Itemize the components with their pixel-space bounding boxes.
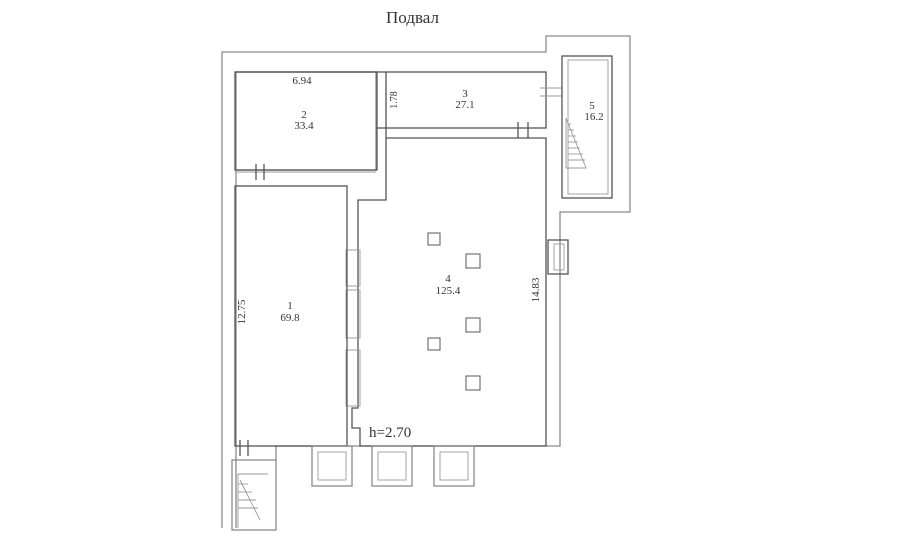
room-5-area: 16.2: [584, 111, 603, 123]
room-2-number: 2: [301, 109, 307, 121]
column: [427, 232, 441, 246]
dimension-room2-width: 6.94: [292, 75, 312, 87]
room-4-number: 4: [445, 273, 451, 285]
room-5: [561, 55, 613, 199]
entry-stair: [231, 459, 277, 531]
dimension-room1-height: 12.75: [236, 299, 248, 324]
dimension-room4-height: 14.83: [530, 277, 542, 302]
column: [465, 317, 481, 333]
room-2-area: 33.4: [294, 120, 314, 132]
columns: [427, 232, 481, 391]
column: [465, 375, 481, 391]
room-1: [234, 185, 348, 456]
plan-title: Подвал: [386, 8, 439, 27]
room-1-number: 1: [287, 300, 293, 312]
room-5-number: 5: [589, 100, 595, 112]
column: [465, 253, 481, 269]
outer-walls: [221, 35, 631, 528]
room-3: [376, 71, 562, 138]
window-wells: [311, 445, 475, 487]
room-4: [345, 128, 569, 447]
room-1-area: 69.8: [280, 312, 300, 324]
ceiling-height: h=2.70: [369, 425, 411, 441]
room-3-area: 27.1: [455, 99, 474, 111]
dimension-room3-height: 1.78: [389, 91, 400, 109]
column: [427, 337, 441, 351]
room-4-area: 125.4: [436, 285, 461, 297]
room-3-number: 3: [462, 88, 468, 100]
room-2: [234, 71, 378, 180]
